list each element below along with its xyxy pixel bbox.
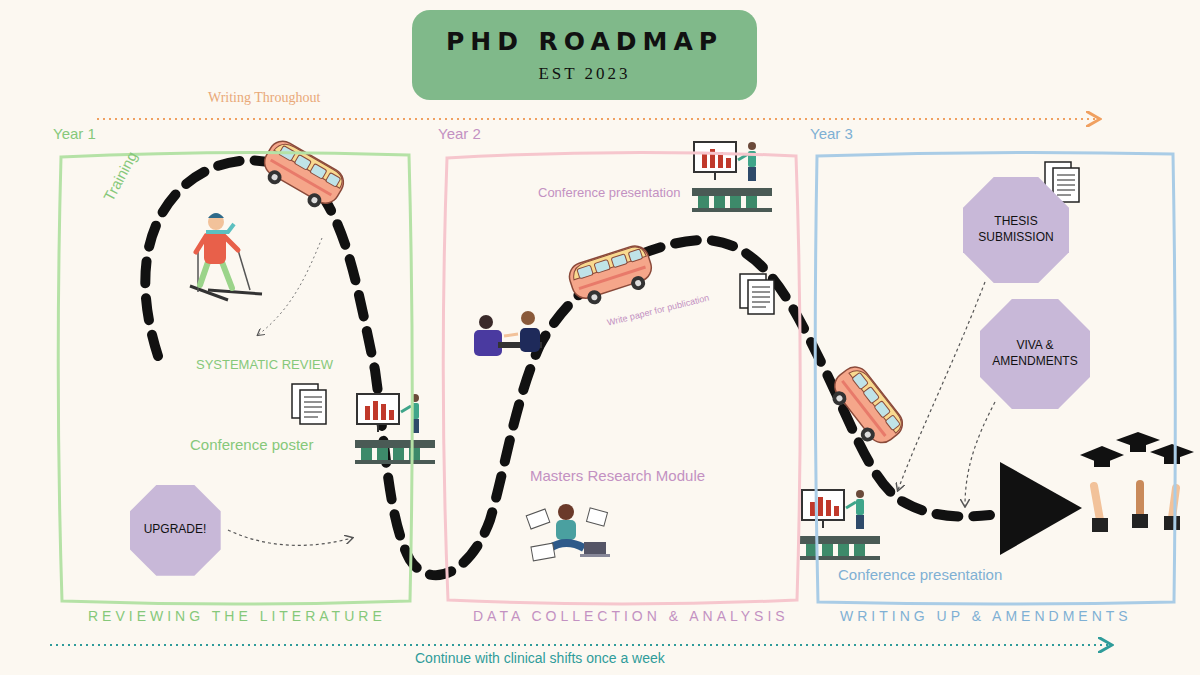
leader-arrow [965,402,995,506]
title-text: PHD ROADMAP [446,27,723,56]
van-icon [823,361,908,453]
title-box: PHD ROADMAP EST 2023 [412,10,757,100]
annotation-label: SYSTEMATIC REVIEW [196,357,333,372]
presenter-icon [800,490,880,560]
annotation-label: Writing Throughout [208,90,320,106]
document-icon [740,274,774,314]
road [145,160,990,575]
phase-label: DATA COLLECTION & ANALYSIS [473,608,789,624]
subtitle-text: EST 2023 [538,64,630,84]
timeline-arrow [97,118,1098,120]
van-icon [566,242,658,309]
leader-arrow [228,530,352,545]
meeting-icon [474,311,542,356]
finish-triangle [1000,462,1082,555]
studying-person-icon [526,504,610,561]
graduation-icon [1080,432,1194,532]
annotation-label: Conference poster [190,436,313,453]
phase-label: WRITING UP & AMENDMENTS [840,608,1132,624]
annotation-label: Write paper for publication [606,293,710,328]
van-icon [255,136,348,215]
sign-text: UPGRADE! [144,522,207,538]
annotation-label: Conference presentation [538,185,680,200]
year-frame: Year 3WRITING UP & AMENDMENTSTHESIS SUBM… [815,152,1175,604]
annotation-label: Continue with clinical shifts once a wee… [415,650,665,666]
year-heading: Year 1 [53,125,96,142]
frame-shape [58,152,412,604]
presenter-icon [355,394,435,464]
dotted-arrow [258,238,322,335]
year-heading: Year 3 [810,125,853,142]
sign-text: VIVA & AMENDMENTS [989,338,1081,369]
year-heading: Year 2 [438,125,481,142]
octagon-sign: THESIS SUBMISSION [963,177,1069,283]
annotation-label: Training [100,149,140,204]
octagon-sign: VIVA & AMENDMENTS [980,299,1090,409]
annotation-label: Masters Research Module [530,467,705,484]
sign-text: THESIS SUBMISSION [972,214,1060,245]
frame-shape [443,152,800,604]
phase-label: REVIEWING THE LITERATURE [88,608,386,624]
year-frame: Year 2DATA COLLECTION & ANALYSIS [443,152,800,604]
skier-icon [190,213,262,300]
annotation-label: Conference presentation [838,566,1002,583]
document-icon [292,384,326,424]
octagon-sign: UPGRADE! [130,485,221,576]
year-frame: Year 1REVIEWING THE LITERATUREUPGRADE! [58,152,412,604]
timeline-arrow [50,644,1110,646]
